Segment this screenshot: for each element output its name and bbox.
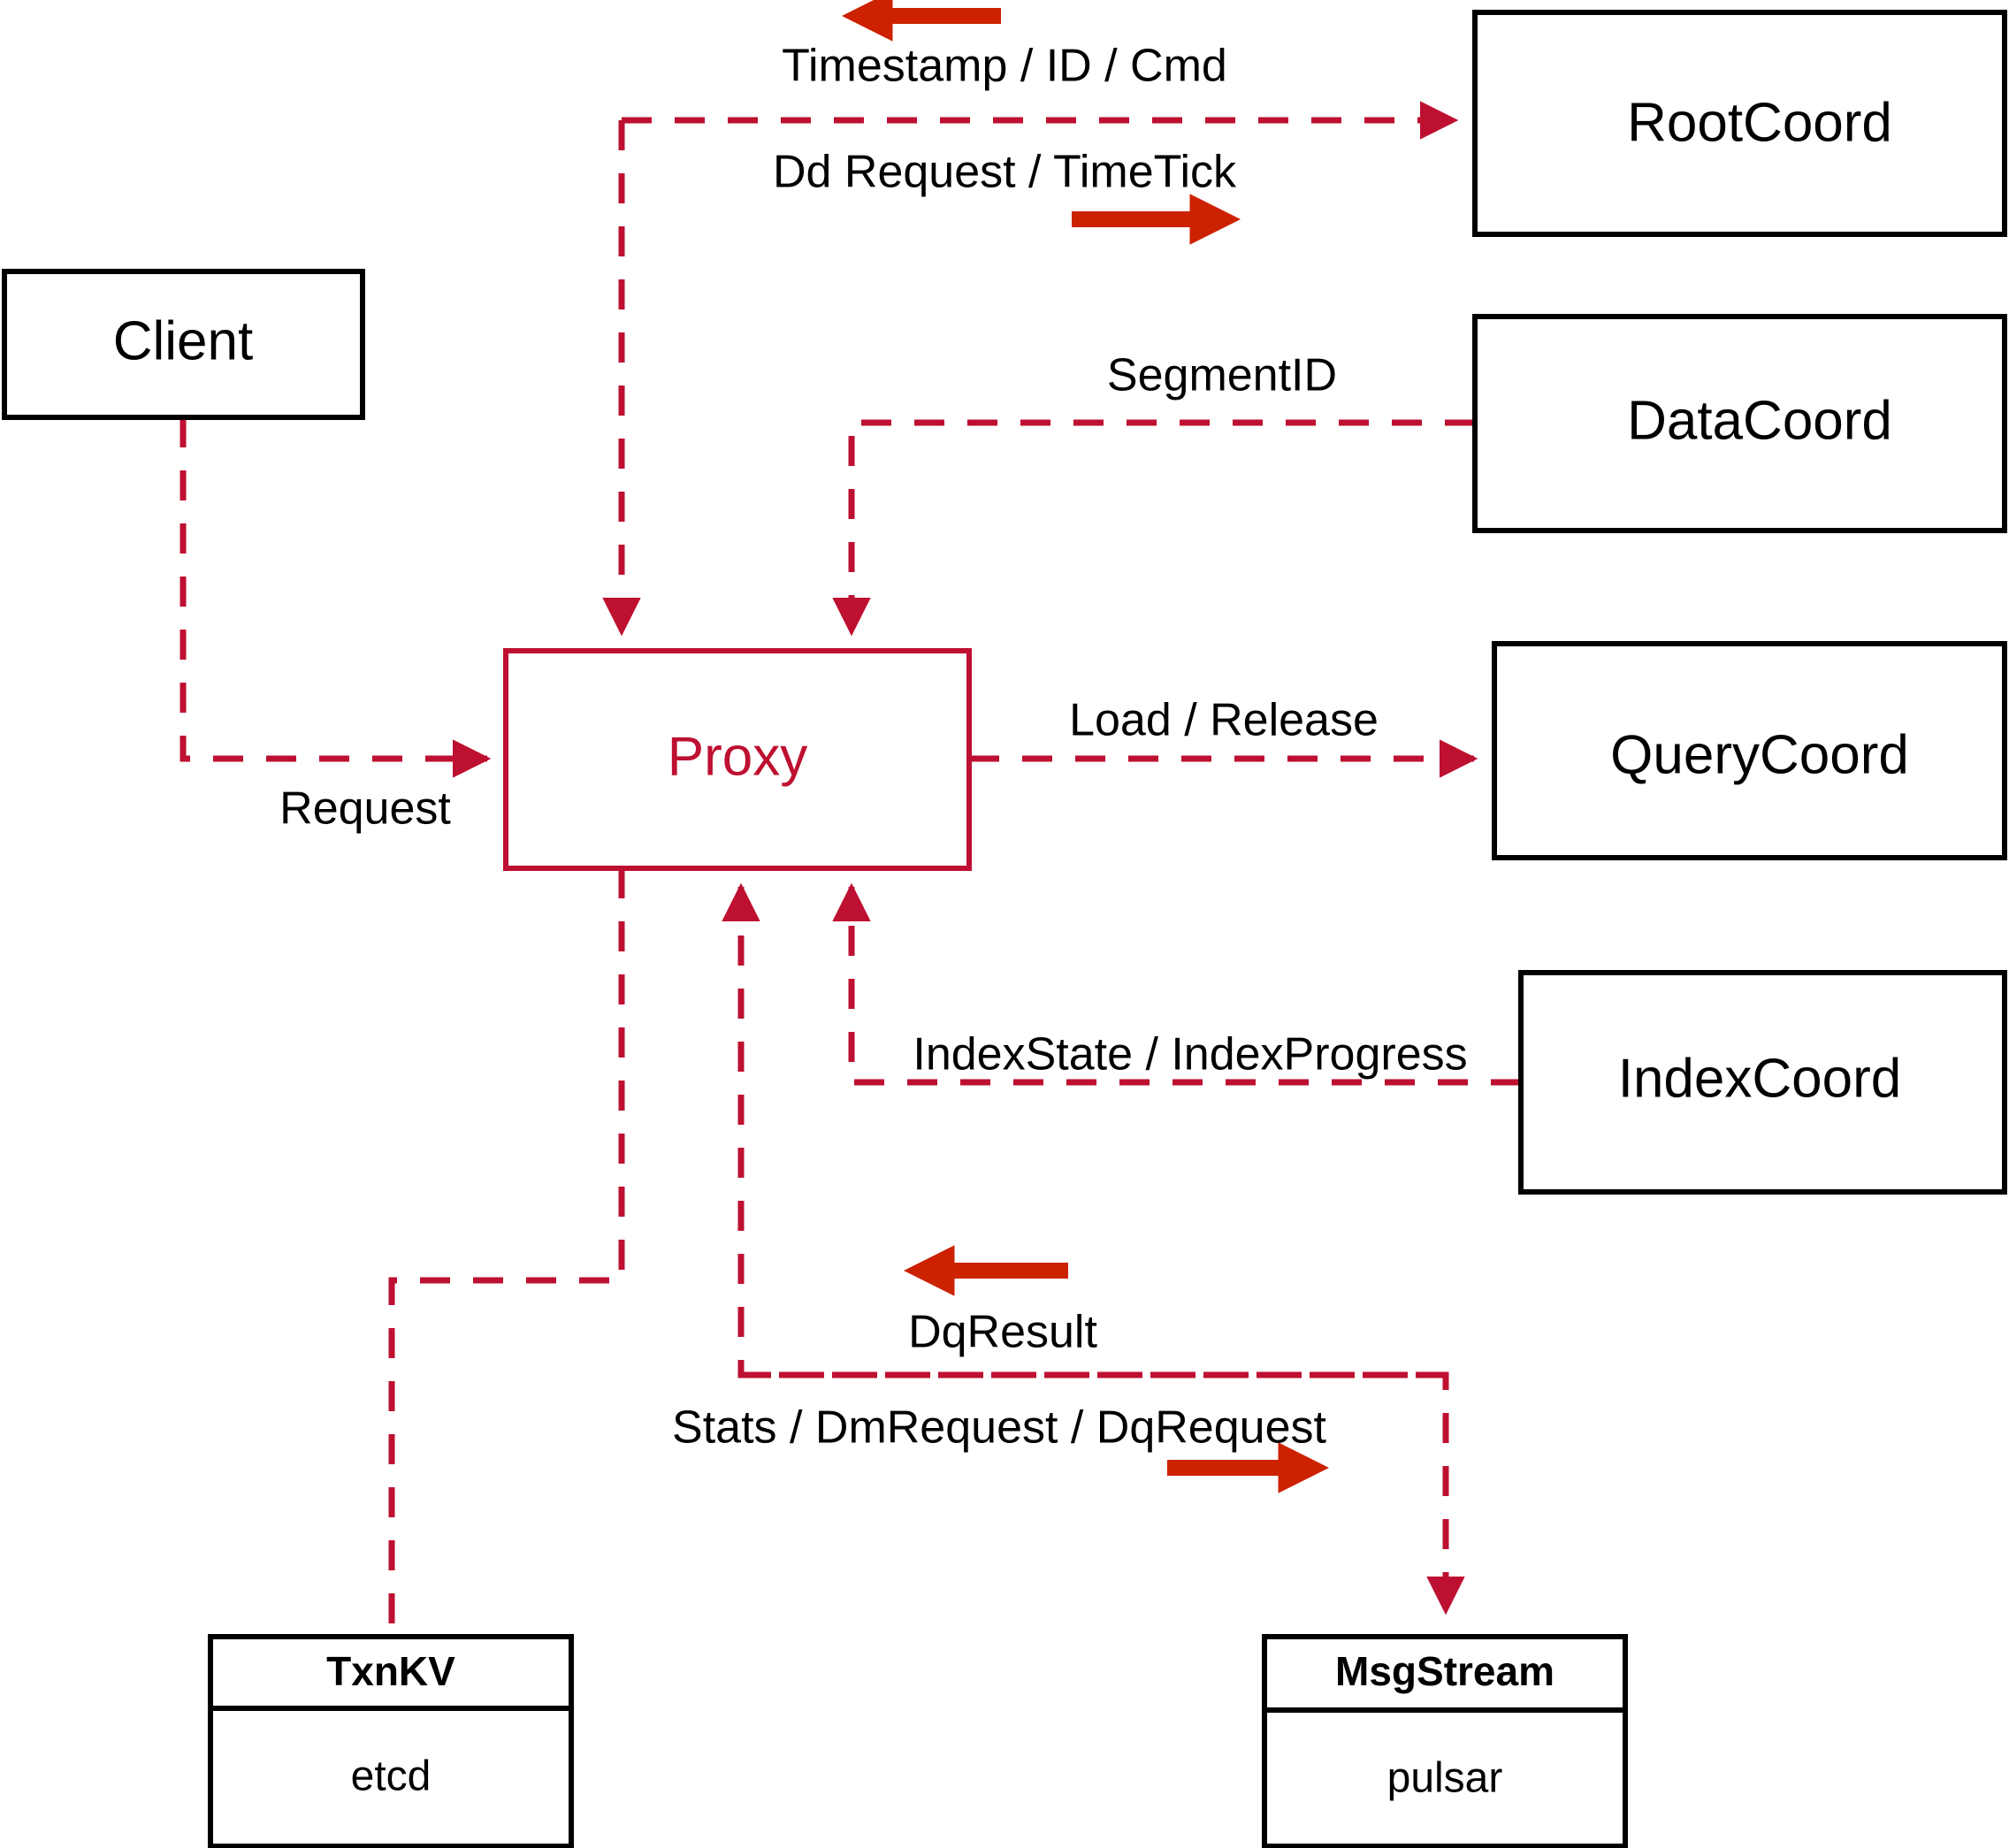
node-client-label: Client bbox=[113, 310, 254, 371]
node-datacoord[interactable]: DataCoord bbox=[1472, 314, 2007, 533]
node-client[interactable]: Client bbox=[2, 269, 365, 420]
edge-label-load-release: Load / Release bbox=[1069, 695, 1379, 746]
edge-label-dqresult: DqResult bbox=[908, 1307, 1097, 1358]
node-msgstream-impl: pulsar bbox=[1387, 1755, 1503, 1802]
edge-label-stats-dmrequest-dqrequest: Stats / DmRequest / DqRequest bbox=[672, 1402, 1326, 1454]
node-txnkv[interactable]: TxnKV etcd bbox=[208, 1634, 574, 1848]
edge-label-dd-request-timetick: Dd Request / TimeTick bbox=[773, 147, 1237, 198]
node-indexcoord-label: IndexCoord bbox=[1618, 1048, 1902, 1109]
edge-msgstream-to-proxy bbox=[722, 882, 1446, 1378]
node-msgstream[interactable]: MsgStream pulsar bbox=[1262, 1634, 1628, 1848]
edge-client-to-proxy bbox=[180, 417, 492, 778]
node-querycoord-label: QueryCoord bbox=[1610, 724, 1909, 785]
node-indexcoord[interactable]: IndexCoord bbox=[1518, 970, 2007, 1195]
edge-indexcoord-to-proxy bbox=[832, 882, 1521, 1086]
edge-proxy-to-msgstream bbox=[741, 1371, 1465, 1615]
edge-datacoord-to-proxy bbox=[832, 419, 1475, 637]
node-txnkv-title: TxnKV bbox=[326, 1648, 455, 1694]
edge-label-indexstate-indexprogress: IndexState / IndexProgress bbox=[913, 1029, 1467, 1081]
node-rootcoord-label: RootCoord bbox=[1627, 92, 1892, 153]
node-txnkv-impl: etcd bbox=[351, 1753, 432, 1800]
node-proxy[interactable]: Proxy bbox=[503, 648, 972, 871]
node-rootcoord[interactable]: RootCoord bbox=[1472, 10, 2007, 237]
node-datacoord-label: DataCoord bbox=[1627, 390, 1892, 451]
node-msgstream-title: MsgStream bbox=[1335, 1648, 1554, 1694]
edge-label-request: Request bbox=[279, 783, 451, 835]
edge-label-segmentid: SegmentID bbox=[1107, 350, 1337, 401]
edge-proxy-to-txnkv bbox=[388, 868, 625, 1637]
node-proxy-label: Proxy bbox=[668, 726, 807, 787]
edge-label-timestamp-id-cmd: Timestamp / ID / Cmd bbox=[782, 41, 1227, 92]
node-querycoord[interactable]: QueryCoord bbox=[1492, 641, 2007, 860]
